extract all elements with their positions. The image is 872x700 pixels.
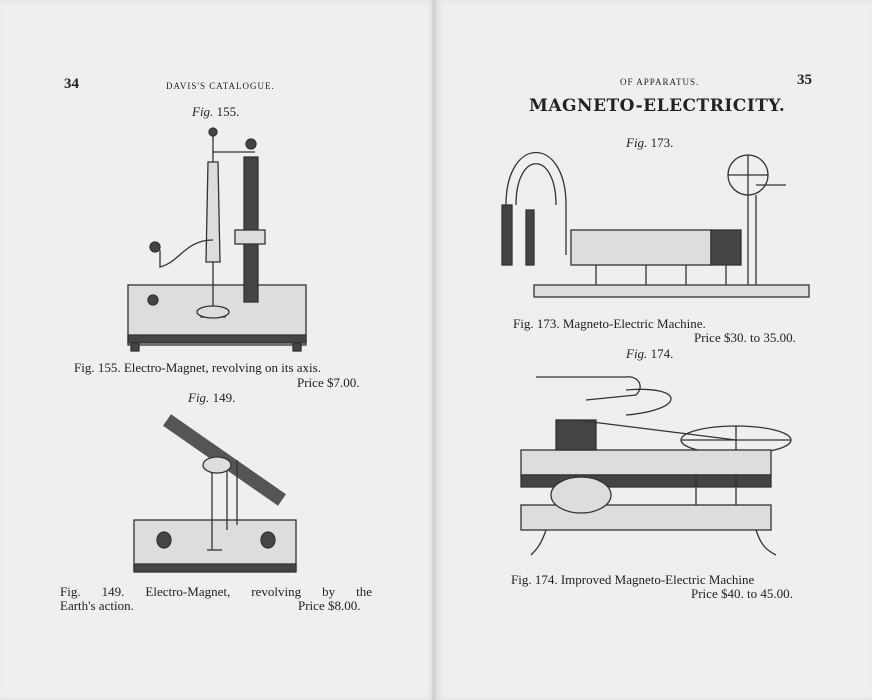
figure-155-caption: Fig. 155. Electro-Magnet, revolving on i… <box>74 360 321 375</box>
figure-149-price: Price $8.00. <box>298 598 361 613</box>
figure-149-illustration <box>133 414 297 573</box>
figure-173-caption: Fig. 173. Magneto-Electric Machine. <box>513 316 706 331</box>
left-page: 34 Davis's Catalogue. Fig. 155. Fig. 155… <box>0 0 434 700</box>
figure-label-149: Fig. 149. <box>188 390 236 405</box>
book-gutter <box>432 0 436 700</box>
figure-173-illustration <box>501 152 810 298</box>
figure-155-illustration <box>127 127 307 352</box>
figure-174-illustration <box>520 376 792 556</box>
page-number: 35 <box>797 72 812 88</box>
figure-174-caption: Fig. 174. Improved Magneto-Electric Mach… <box>511 572 755 587</box>
page-number: 34 <box>64 76 79 92</box>
right-page: Of Apparatus. 35 MAGNETO-ELECTRICITY. Fi… <box>436 0 872 700</box>
figure-155-price: Price $7.00. <box>297 375 360 390</box>
figure-label-173: Fig. 173. <box>626 135 674 150</box>
figure-149-caption-line2: Earth's action. <box>60 598 134 613</box>
figure-149-caption: Fig. 149. Electro-Magnet, revolving by t… <box>60 584 372 599</box>
figure-label-174: Fig. 174. <box>626 346 674 361</box>
running-head: Of Apparatus. <box>620 77 700 87</box>
figure-label-155: Fig. 155. <box>192 104 240 119</box>
section-title: MAGNETO-ELECTRICITY. <box>529 96 786 116</box>
running-head: Davis's Catalogue. <box>166 81 275 91</box>
figure-174-price: Price $40. to 45.00. <box>691 586 793 601</box>
figure-173-price: Price $30. to 35.00. <box>694 330 796 345</box>
